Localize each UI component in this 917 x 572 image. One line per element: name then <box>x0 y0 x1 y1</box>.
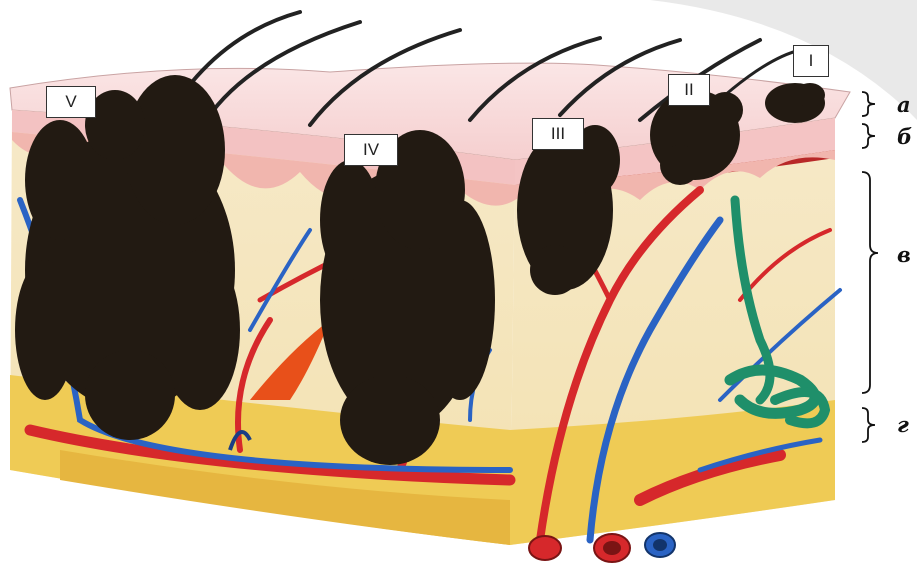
stage-label-III: III <box>532 118 584 150</box>
stage-label-II: II <box>668 74 710 106</box>
vessel-ends <box>529 533 675 562</box>
layer-label-b: б <box>897 126 912 147</box>
stage-label-IV: IV <box>344 134 398 166</box>
stage-label-I: I <box>793 45 829 77</box>
stage-label-V: V <box>46 86 96 118</box>
tumor-stage-V <box>15 75 240 440</box>
layer-label-a: а <box>897 94 911 115</box>
layer-label-c: в <box>897 244 911 265</box>
layer-brackets <box>862 92 878 442</box>
layer-label-d: г <box>897 414 909 435</box>
tumor-stage-I <box>765 83 825 123</box>
